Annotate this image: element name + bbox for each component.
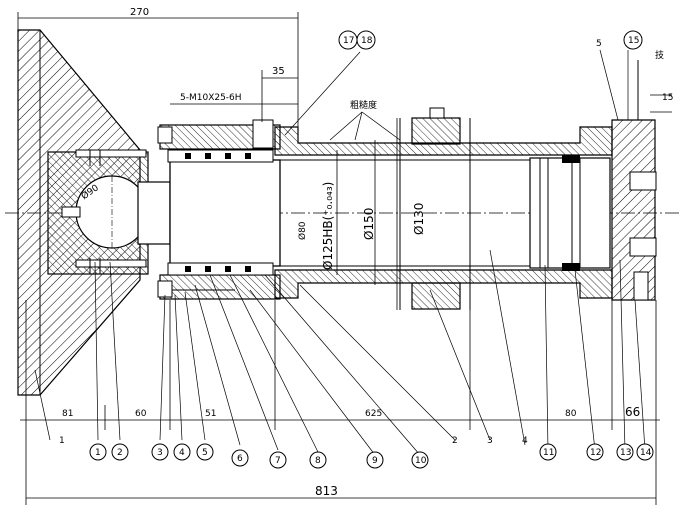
balloon-4 [173,443,191,461]
dim-d150: Ø150 [362,208,376,240]
surface-note: 粗糙度 [350,99,377,111]
svg-text:18: 18 [361,36,373,46]
balloon-label-3: 3 [157,448,163,458]
dim-35: 35 [272,66,285,77]
balloon-12 [586,443,604,461]
balloon-label-12: 12 [590,448,601,458]
rear-cap [611,60,657,301]
piston-rod [137,159,281,267]
svg-text:15: 15 [628,36,639,46]
balloon-7 [269,451,287,469]
overall-length: 813 [315,484,338,498]
balloon-2 [111,443,129,461]
balloon-10 [411,451,429,469]
balloon-label-1: 1 [59,436,65,446]
top-balloons: 17 18 15 [338,30,643,50]
balloon-label-1: 1 [95,448,101,458]
balloon-label-5: 5 [202,448,208,458]
balloon-5 [196,443,214,461]
balloon-label-7: 7 [275,456,281,466]
dimensions [17,12,672,505]
balloon-6 [231,449,249,467]
balloon-label-6: 6 [237,454,243,464]
dim-60a: 60 [135,409,147,419]
balloon-1 [89,443,107,461]
note-top-right: 技 [655,49,664,61]
gland [157,119,281,300]
leader-lines [34,49,646,456]
balloon-13 [616,443,634,461]
dim-80: 80 [565,409,577,419]
balloon-11 [539,443,557,461]
label-5-top: 5 [596,39,602,49]
balloon-9 [366,451,384,469]
dim-270: 270 [130,7,149,18]
dim-15: 15 [662,93,673,103]
balloon-label-3: 3 [487,436,493,446]
dim-d125: Ø125HB(⁺₀.₀₄₃) [321,182,335,270]
spherical-head [47,149,149,275]
svg-text:17: 17 [343,36,354,46]
dim-d80: Ø80 [297,221,308,240]
dim-81: 81 [62,409,73,419]
piston [529,155,611,271]
balloon-label-2: 2 [117,448,123,458]
thread-note: 5-M10X25-6H [180,93,242,103]
balloon-label-8: 8 [315,456,321,466]
balloon-8 [309,451,327,469]
cylinder-barrel [274,107,613,310]
balloon-label-4: 4 [522,436,528,446]
balloon-label-2: 2 [452,436,458,446]
dim-51: 51 [205,409,216,419]
balloon-label-14: 14 [640,448,652,458]
balloon-label-10: 10 [415,456,427,466]
dim-66: 66 [625,405,640,419]
balloon-label-4: 4 [179,448,185,458]
balloon-label-13: 13 [620,448,631,458]
balloon-label-9: 9 [372,456,378,466]
balloon-label-11: 11 [543,448,554,458]
dim-625: 625 [365,409,382,419]
balloon-14 [636,443,654,461]
dim-d130: Ø130 [412,203,426,235]
balloon-3 [151,443,169,461]
